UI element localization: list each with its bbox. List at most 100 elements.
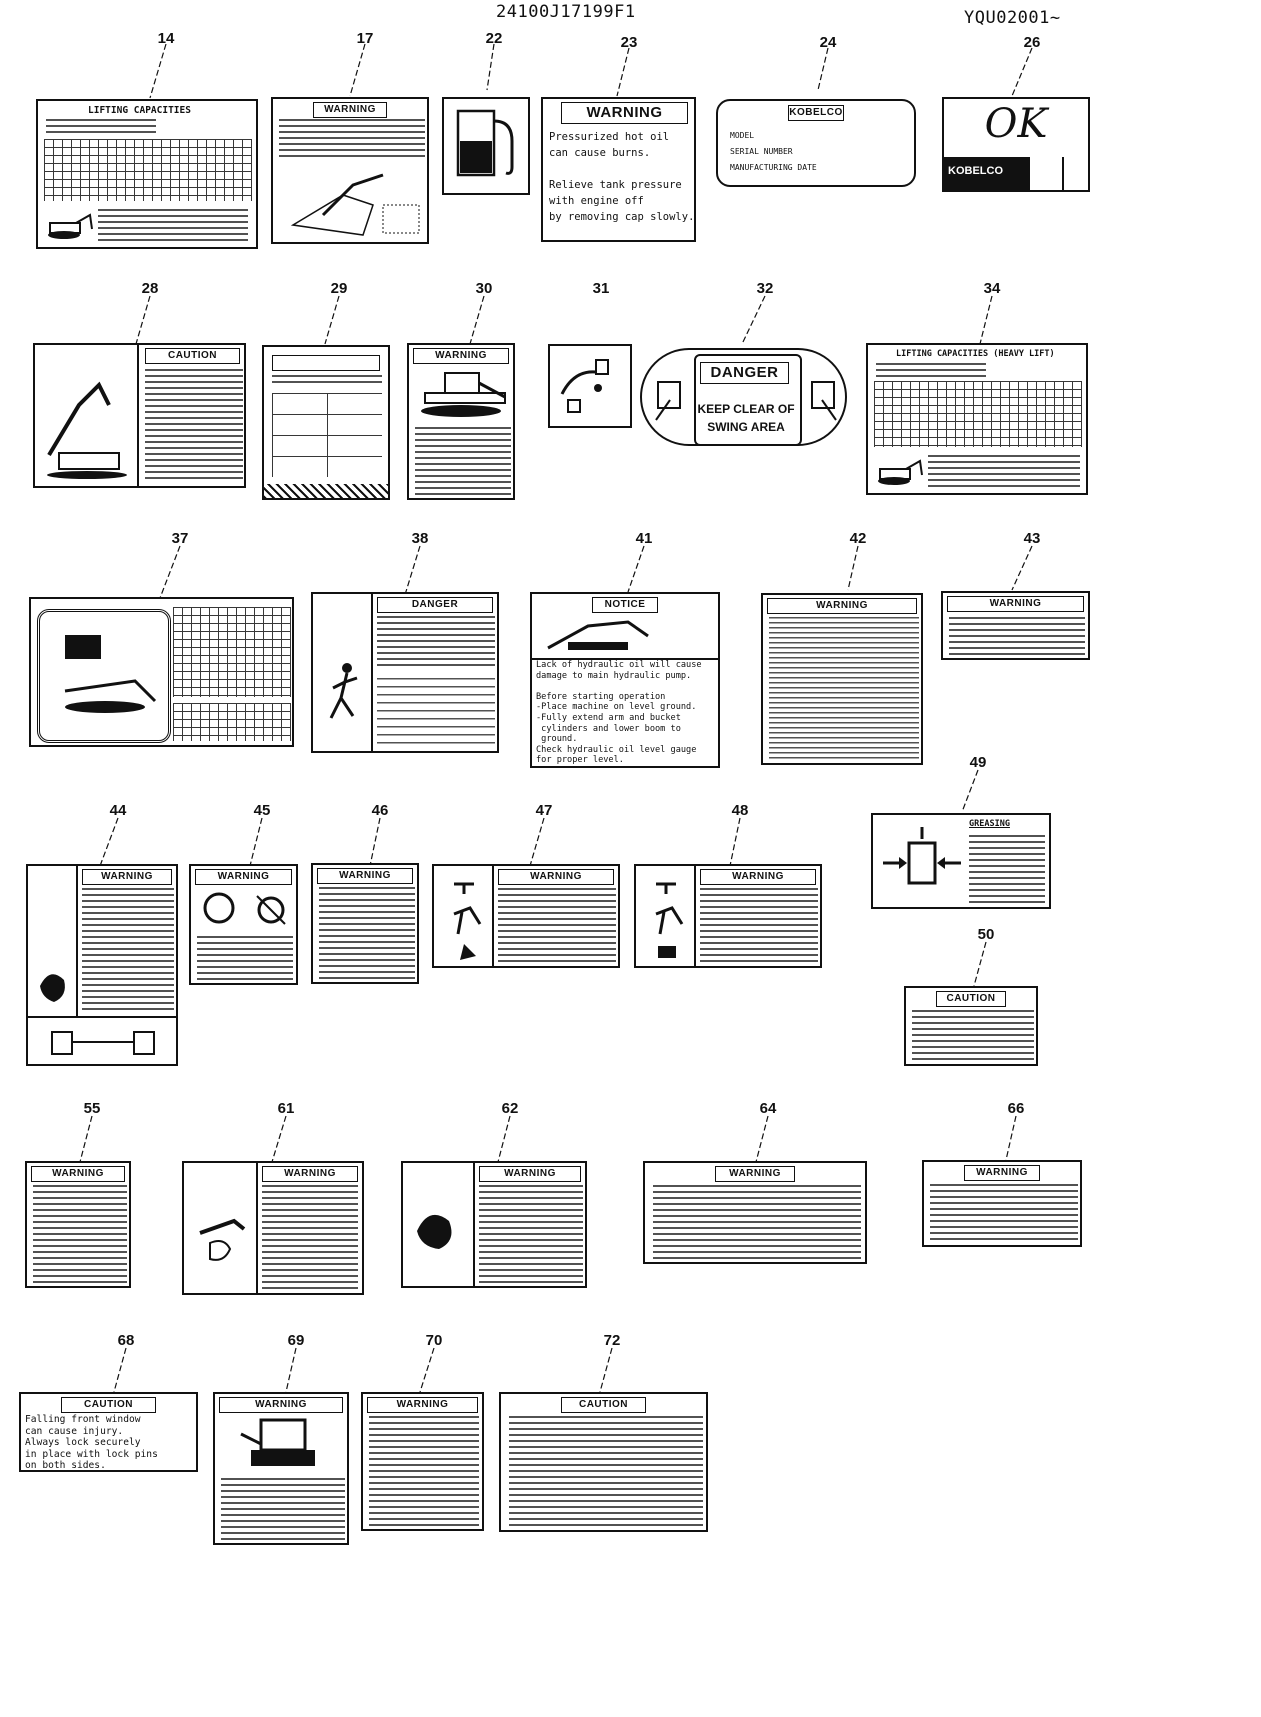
decal-47-banner: WARNING [498, 869, 614, 885]
callout-55: 55 [83, 1100, 101, 1117]
callout-31: 31 [592, 280, 610, 297]
callout-26: 26 [1023, 34, 1041, 51]
decal-50-banner: CAUTION [936, 991, 1006, 1007]
decal-50-caution: CAUTION [904, 986, 1038, 1066]
greasing-diagram-icon [879, 823, 965, 903]
callout-47: 47 [535, 802, 553, 819]
machine-front-icon [221, 1414, 345, 1474]
callout-41: 41 [635, 530, 653, 547]
callout-30: 30 [475, 280, 493, 297]
decal-46-banner: WARNING [317, 868, 413, 884]
decal-26-divider [1062, 157, 1064, 190]
decal-24-brand: KOBELCO [788, 105, 844, 121]
falling-person-icon-2 [642, 874, 692, 964]
decal-34-title: LIFTING CAPACITIES (HEAVY LIFT) [896, 349, 1055, 359]
decal-29-subtext [272, 375, 382, 387]
callout-64: 64 [759, 1100, 777, 1117]
decal-34-lifting-capacities: LIFTING CAPACITIES (HEAVY LIFT) [866, 343, 1088, 495]
decal-37-table [173, 607, 291, 697]
callout-34: 34 [983, 280, 1001, 297]
decal-44-text [82, 888, 174, 1014]
decal-34-table [874, 381, 1082, 447]
decal-37-operation [29, 597, 294, 747]
decal-37-pattern [37, 609, 171, 743]
decal-42-text [769, 617, 919, 761]
callout-24: 24 [819, 34, 837, 51]
decal-29-antifreeze [262, 345, 390, 500]
decal-45-banner: WARNING [195, 869, 292, 885]
callout-48: 48 [731, 802, 749, 819]
battery-icon [44, 1022, 168, 1062]
lock-lever-icon [554, 350, 630, 426]
fuel-pump-icon [454, 107, 524, 191]
excavator-icon [46, 211, 94, 239]
decal-28-banner: CAUTION [145, 348, 240, 364]
callout-38: 38 [411, 530, 429, 547]
decal-43-warning: WARNING [941, 591, 1090, 660]
decal-24-field-2: SERIAL NUMBER [730, 147, 793, 156]
decal-49-text [969, 835, 1045, 905]
decal-38-danger: DANGER [311, 592, 499, 753]
decal-30-text [415, 427, 511, 495]
decal-43-banner: WARNING [947, 596, 1084, 612]
decal-17-warning: WARNING [271, 97, 429, 244]
decal-68-banner: CAUTION [61, 1397, 156, 1413]
machine-diagram-icon [283, 165, 423, 239]
decal-26-ok: OK KOBELCO [942, 97, 1090, 192]
decal-61-banner: WARNING [262, 1166, 358, 1182]
decal-32-line-2: SWING AREA [707, 420, 785, 434]
decal-34-notes [928, 455, 1080, 491]
decal-66-warning: WARNING [922, 1160, 1082, 1247]
callout-62: 62 [501, 1100, 519, 1117]
callout-22: 22 [485, 30, 503, 47]
callout-66: 66 [1007, 1100, 1025, 1117]
decal-46-warning: WARNING [311, 863, 419, 984]
falling-person-icon [440, 874, 490, 964]
callout-42: 42 [849, 530, 867, 547]
decal-48-divider [694, 866, 696, 966]
decal-41-notice: NOTICE Lack of hydraulic oil will cause … [530, 592, 720, 768]
decal-23-warning: WARNING Pressurized hot oil can cause bu… [541, 97, 696, 242]
decal-32-panel [694, 354, 802, 444]
decal-61-divider [256, 1163, 258, 1293]
callout-49: 49 [969, 754, 987, 771]
decal-68-text: Falling front window can cause injury. A… [25, 1414, 158, 1472]
rotating-parts-icon [197, 886, 293, 930]
callout-28: 28 [141, 280, 159, 297]
decal-17-text [279, 119, 425, 161]
decal-14-fineprint [46, 119, 156, 135]
decal-42-warning: WARNING [761, 593, 923, 765]
decal-48-warning: WARNING [634, 864, 822, 968]
decal-32-banner: DANGER [700, 362, 789, 384]
decal-14-table [44, 139, 252, 201]
callout-50: 50 [977, 926, 995, 943]
decal-30-banner: WARNING [413, 348, 509, 364]
decal-45-warning: WARNING [189, 864, 298, 985]
decal-72-banner: CAUTION [561, 1397, 646, 1413]
decal-38-text [377, 616, 495, 666]
decal-64-text [653, 1185, 861, 1259]
callout-32: 32 [756, 280, 774, 297]
callout-43: 43 [1023, 530, 1041, 547]
decal-24-field-1: MODEL [730, 131, 755, 140]
decal-66-text [930, 1184, 1078, 1242]
decal-17-banner: WARNING [313, 102, 387, 118]
decal-28-text [145, 369, 243, 479]
decal-41-text: Lack of hydraulic oil will cause damage … [536, 660, 702, 766]
decal-55-text [33, 1185, 127, 1283]
decal-50-text [912, 1010, 1034, 1062]
decal-37-table-2 [173, 703, 291, 741]
decal-61-warning: WARNING [182, 1161, 364, 1295]
decal-49-greasing: GREASING [871, 813, 1051, 909]
callout-23: 23 [620, 34, 638, 51]
decal-62-divider [473, 1163, 475, 1286]
decal-44-warning: WARNING [26, 864, 178, 1066]
callout-14: 14 [157, 30, 175, 47]
decal-62-banner: WARNING [479, 1166, 581, 1182]
decal-47-warning: WARNING [432, 864, 620, 968]
decal-68-caution: CAUTION Falling front window can cause i… [19, 1392, 198, 1472]
decal-26-mark: OK [984, 101, 1048, 147]
excavator-icon-2 [876, 457, 924, 485]
decal-72-caution: CAUTION [499, 1392, 708, 1532]
